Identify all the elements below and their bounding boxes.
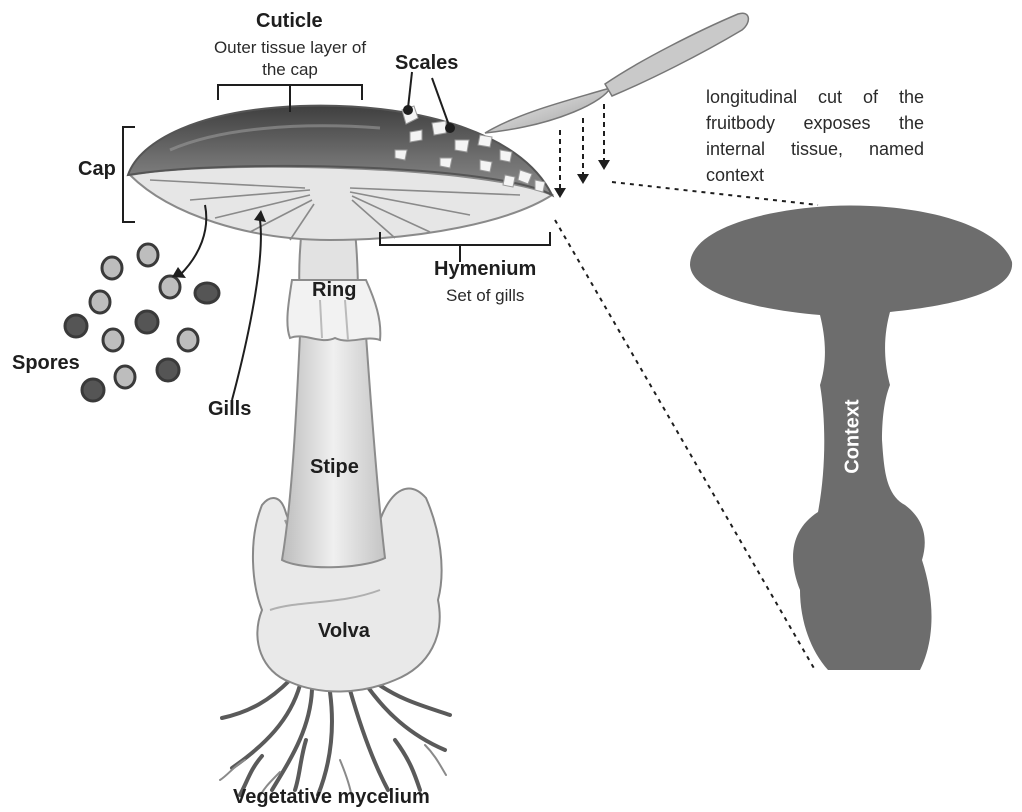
mycelium-roots bbox=[222, 680, 450, 795]
cut-description: longitudinal cut of the fruitbody expose… bbox=[706, 84, 924, 188]
hymenium-label: Hymenium bbox=[434, 258, 536, 281]
spores-label: Spores bbox=[12, 352, 80, 375]
gills-label: Gills bbox=[208, 398, 251, 421]
cap-label: Cap bbox=[78, 158, 116, 181]
mycelium-label: Vegetative mycelium bbox=[233, 786, 430, 809]
spore-cluster bbox=[65, 244, 219, 401]
stipe-label: Stipe bbox=[310, 456, 359, 479]
cuticle-description: Outer tissue layer of the cap bbox=[210, 37, 370, 81]
ring-label: Ring bbox=[312, 279, 356, 302]
context-label: Context bbox=[842, 392, 865, 482]
stipe-shape bbox=[282, 335, 385, 567]
cuticle-label: Cuticle bbox=[256, 10, 323, 33]
scales-label: Scales bbox=[395, 52, 458, 75]
hymenium-description: Set of gills bbox=[446, 286, 524, 306]
volva-label: Volva bbox=[318, 620, 370, 643]
